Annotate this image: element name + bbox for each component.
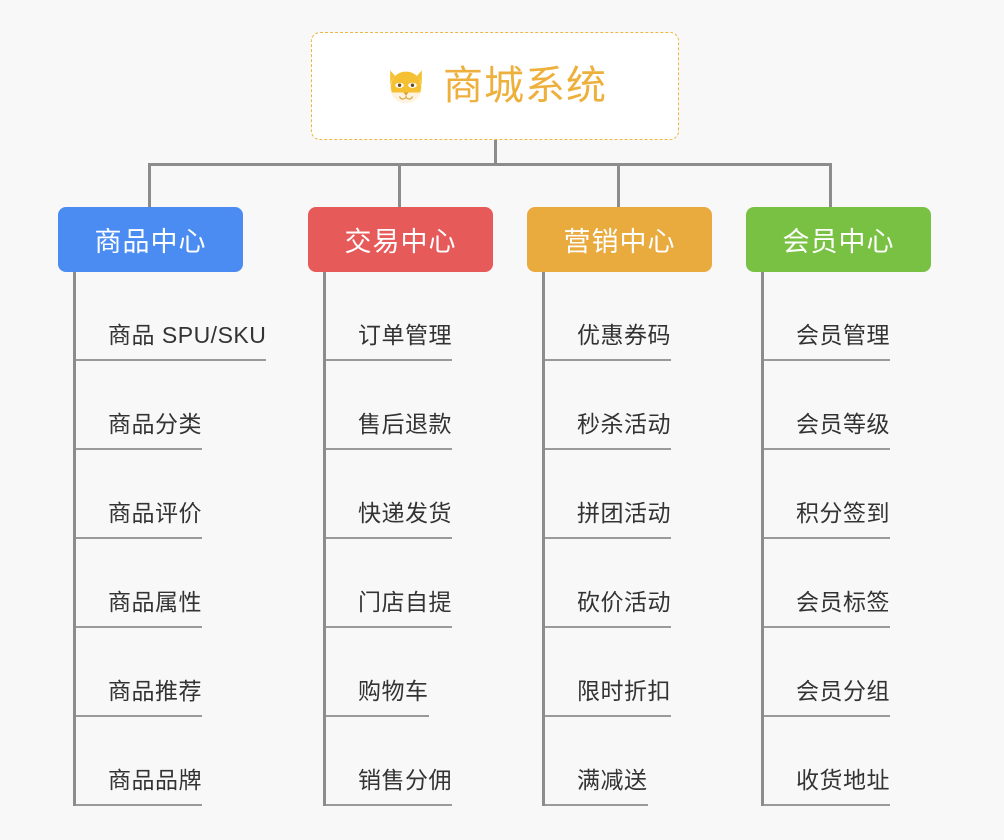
branch-header-button[interactable]: 交易中心 [308,207,493,272]
leaf-item-label: 积分签到 [764,502,890,539]
leaf-item[interactable]: 商品评价 [76,450,266,539]
leaf-item-label: 会员分组 [764,680,890,717]
leaf-item[interactable]: 限时折扣 [545,628,712,717]
leaf-item[interactable]: 快递发货 [326,450,493,539]
leaf-item-label: 商品品牌 [76,769,202,806]
leaf-item-label: 商品评价 [76,502,202,539]
leaf-item[interactable]: 会员管理 [764,272,931,361]
leaf-item-label: 收货地址 [764,769,890,806]
leaf-item[interactable]: 商品属性 [76,539,266,628]
dog-face-emoji [390,70,422,104]
leaf-item[interactable]: 商品 SPU/SKU [75,272,267,361]
leaf-item-label: 商品分类 [76,413,202,450]
branch-header-button[interactable]: 商品中心 [58,207,243,272]
leaf-item[interactable]: 订单管理 [326,272,493,361]
connector-drop-2 [398,163,401,208]
root-title: 商城系统 [443,64,607,108]
connector-root-stem [494,140,497,165]
leaf-item[interactable]: 会员分组 [764,628,931,717]
leaf-item-label: 秒杀活动 [545,413,671,450]
leaf-item[interactable]: 积分签到 [764,450,931,539]
leaf-item-label: 售后退款 [326,413,452,450]
branch-leaf-list: 会员管理会员等级积分签到会员标签会员分组收货地址 [761,272,931,806]
branch-column-1: 商品中心商品 SPU/SKU 商品分类商品评价商品属性商品推荐商品品牌 [58,207,267,806]
leaf-item-label: 会员等级 [764,413,890,450]
branch-leaf-list: 订单管理售后退款快递发货门店自提购物车销售分佣 [323,272,493,806]
leaf-item-label: 满减送 [545,769,648,806]
branch-header-button[interactable]: 营销中心 [527,207,712,272]
leaf-item[interactable]: 门店自提 [326,539,493,628]
leaf-item[interactable]: 销售分佣 [326,717,493,806]
branch-leaf-list: 优惠券码秒杀活动拼团活动砍价活动限时折扣满减送 [542,272,712,806]
branch-column-4: 会员中心会员管理会员等级积分签到会员标签会员分组收货地址 [746,207,931,806]
leaf-item-label: 销售分佣 [326,769,452,806]
leaf-item[interactable]: 满减送 [545,717,712,806]
leaf-item[interactable]: 优惠券码 [545,272,712,361]
branch-leaf-list: 商品 SPU/SKU 商品分类商品评价商品属性商品推荐商品品牌 [73,272,267,806]
leaf-item-label: 限时折扣 [545,680,671,717]
leaf-item-label: 购物车 [326,680,429,717]
leaf-item-label: 商品 SPU/SKU [75,324,267,361]
leaf-item-label: 订单管理 [326,324,452,361]
leaf-item-label: 快递发货 [326,502,452,539]
connector-drop-4 [829,163,832,208]
leaf-item[interactable]: 砍价活动 [545,539,712,628]
leaf-item[interactable]: 收货地址 [764,717,931,806]
leaf-item[interactable]: 拼团活动 [545,450,712,539]
leaf-item[interactable]: 商品品牌 [76,717,266,806]
leaf-item[interactable]: 会员等级 [764,361,931,450]
leaf-item[interactable]: 商品推荐 [76,628,266,717]
leaf-item-label: 会员管理 [764,324,890,361]
leaf-item-label: 商品推荐 [76,680,202,717]
root-node-mall-system[interactable]: 商城系统 [311,32,679,140]
leaf-item-label: 优惠券码 [545,324,671,361]
branch-column-3: 营销中心优惠券码秒杀活动拼团活动砍价活动限时折扣满减送 [527,207,712,806]
leaf-item[interactable]: 购物车 [326,628,493,717]
leaf-item-label: 砍价活动 [545,591,671,628]
leaf-item-label: 拼团活动 [545,502,671,539]
leaf-item[interactable]: 秒杀活动 [545,361,712,450]
branch-column-2: 交易中心订单管理售后退款快递发货门店自提购物车销售分佣 [308,207,493,806]
leaf-item-label: 会员标签 [764,591,890,628]
leaf-item-label: 门店自提 [326,591,452,628]
connector-drop-3 [617,163,620,208]
leaf-item[interactable]: 商品分类 [76,361,266,450]
leaf-item-label: 商品属性 [76,591,202,628]
connector-drop-1 [148,163,151,208]
branch-header-button[interactable]: 会员中心 [746,207,931,272]
leaf-item[interactable]: 售后退款 [326,361,493,450]
leaf-item[interactable]: 会员标签 [764,539,931,628]
connector-horizontal-bus [148,163,832,166]
